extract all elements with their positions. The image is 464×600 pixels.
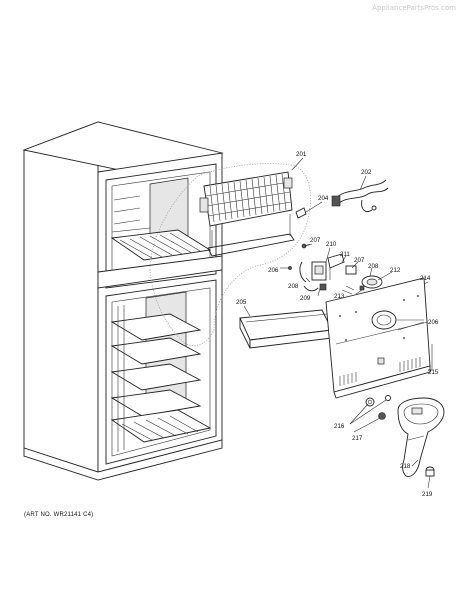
label-207b: 207	[354, 257, 365, 264]
label-212: 212	[390, 267, 401, 274]
evaporator-callout-outline	[149, 163, 311, 346]
refrigerator-cabinet	[22, 121, 224, 481]
label-206b: 206	[428, 319, 439, 326]
label-219: 219	[422, 491, 433, 498]
freezer-shelf-front	[239, 309, 333, 349]
label-208b: 208	[368, 263, 379, 270]
clip-part	[295, 207, 307, 219]
label-215: 215	[428, 369, 439, 376]
fan-motor	[299, 253, 345, 292]
label-217: 217	[352, 435, 363, 442]
label-207a: 207	[310, 237, 321, 244]
label-208a: 208	[288, 283, 299, 290]
label-210: 210	[326, 241, 337, 248]
end-cap	[425, 466, 435, 477]
label-209: 209	[300, 295, 311, 302]
fan-blade-assembly	[341, 265, 383, 295]
wire-harness	[331, 179, 389, 212]
evaporator-coil	[199, 171, 295, 257]
label-204: 204	[318, 195, 329, 202]
watermark: AppliancePartsPros.com	[372, 4, 456, 12]
air-duct	[397, 397, 445, 477]
label-216: 216	[334, 423, 345, 430]
label-202: 202	[361, 169, 372, 176]
label-211: 211	[340, 251, 350, 258]
label-218: 218	[400, 463, 411, 470]
art-number: (ART NO. WR21141 C4)	[24, 512, 94, 518]
mounting-screws	[365, 395, 391, 420]
label-201: 201	[296, 151, 307, 158]
callout-labels: 201 202 204 207 206 210 211 207 208 212 …	[236, 151, 439, 498]
label-213: 213	[334, 293, 345, 300]
evaporator-cover	[325, 277, 431, 399]
leader-lines	[243, 157, 433, 489]
label-206a: 206	[268, 267, 279, 274]
label-205: 205	[236, 299, 247, 306]
label-214: 214	[420, 275, 431, 282]
